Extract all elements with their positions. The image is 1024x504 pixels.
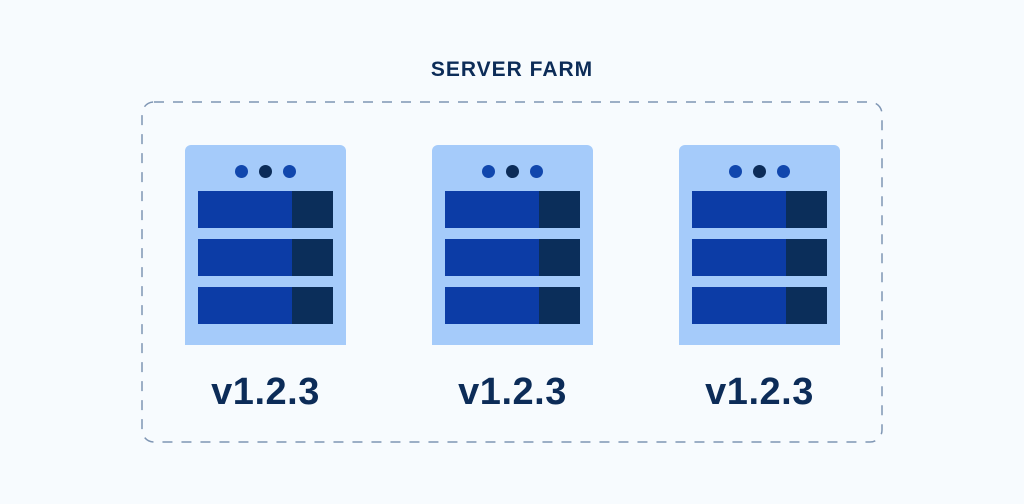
status-light-icon xyxy=(506,165,519,178)
server-version-label: v1.2.3 xyxy=(458,371,567,413)
status-lights xyxy=(679,165,840,178)
server-rack-icon xyxy=(679,145,840,345)
status-light-icon xyxy=(283,165,296,178)
rack-bay-2 xyxy=(692,239,827,276)
server-version-label: v1.2.3 xyxy=(705,371,814,413)
server-version-label: v1.2.3 xyxy=(211,371,320,413)
status-light-icon xyxy=(482,165,495,178)
status-lights xyxy=(432,165,593,178)
status-light-icon xyxy=(753,165,766,178)
server-rack-icon xyxy=(432,145,593,345)
rack-bay-2 xyxy=(198,239,333,276)
server-node-1: v1.2.3 xyxy=(185,145,346,414)
status-light-icon xyxy=(259,165,272,178)
rack-bay-1 xyxy=(445,191,580,228)
rack-bay-2 xyxy=(445,239,580,276)
rack-bay-3 xyxy=(445,287,580,324)
status-light-icon xyxy=(235,165,248,178)
rack-bay-3 xyxy=(692,287,827,324)
status-light-icon xyxy=(729,165,742,178)
server-farm-title: SERVER FARM xyxy=(430,58,594,81)
server-node-3: v1.2.3 xyxy=(679,145,840,414)
status-light-icon xyxy=(530,165,543,178)
status-light-icon xyxy=(777,165,790,178)
rack-bay-1 xyxy=(198,191,333,228)
server-rack-icon xyxy=(185,145,346,345)
rack-bay-3 xyxy=(198,287,333,324)
rack-bay-1 xyxy=(692,191,827,228)
status-lights xyxy=(185,165,346,178)
server-node-2: v1.2.3 xyxy=(432,145,593,414)
